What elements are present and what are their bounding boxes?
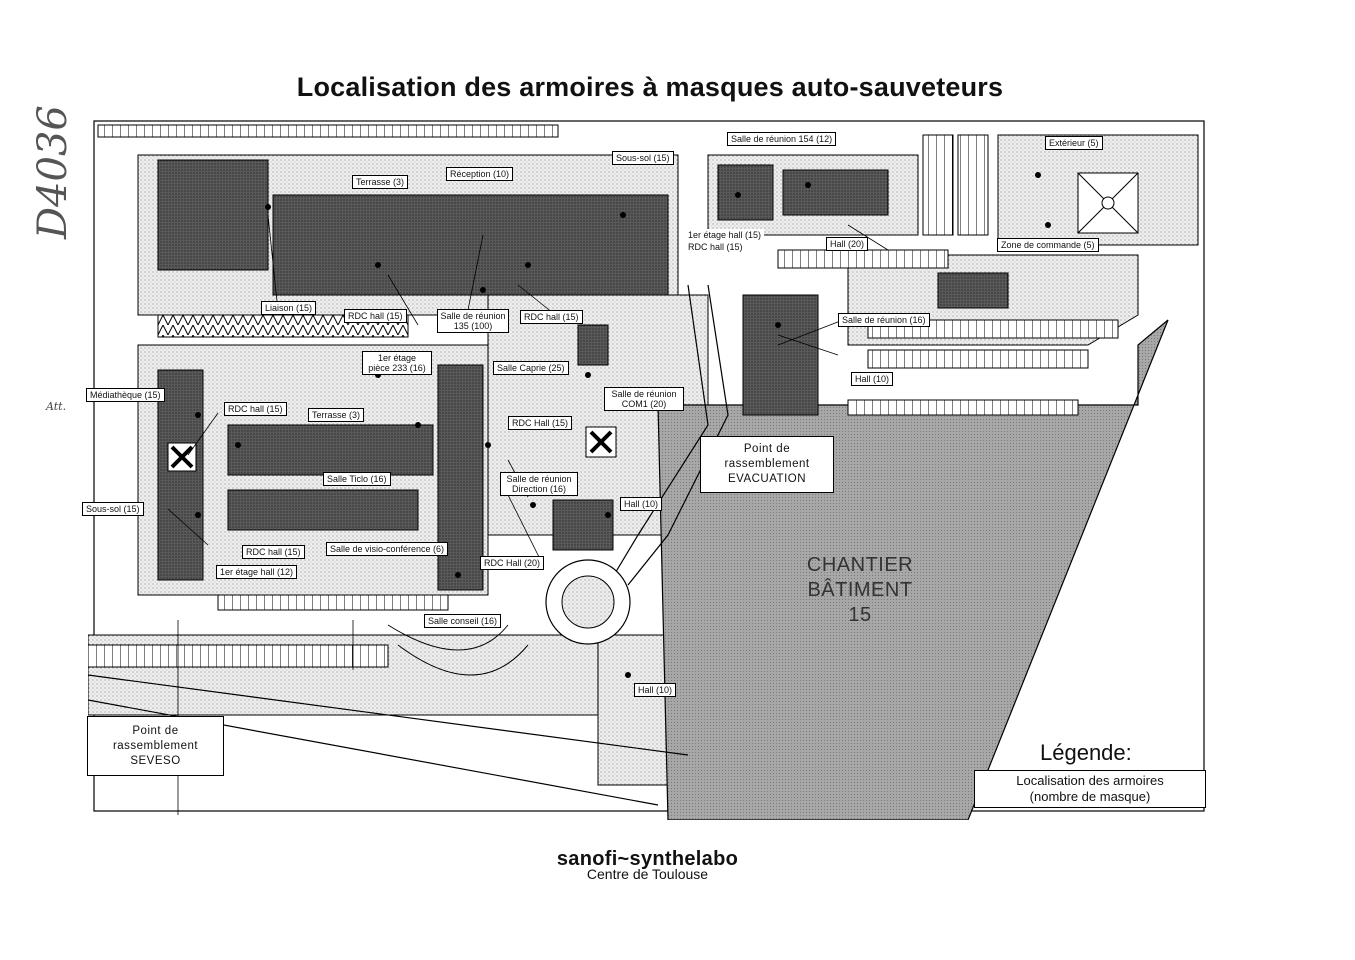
- cabinet-label: Salle de visio-conférence (6): [326, 542, 449, 556]
- cabinet-label: Réception (10): [446, 167, 514, 181]
- cabinet-markers: [195, 172, 1051, 678]
- evacuation-assembly-point: Point de rassemblement EVACUATION: [700, 436, 834, 493]
- cabinet-label: RDC hall (15): [685, 241, 746, 253]
- construction-line: BÂTIMENT: [807, 579, 913, 601]
- building: [157, 369, 204, 581]
- cabinet-label: Salle Caprie (25): [493, 361, 569, 375]
- cabinet-label: RDC Hall (20): [480, 556, 545, 570]
- construction-label: CHANTIER BÂTIMENT 15: [770, 553, 950, 628]
- cabinet-label-multiline: Salle de réunion 135 (100): [437, 309, 509, 333]
- cabinet-label: Hall (10): [634, 683, 677, 697]
- cabinet-label: Zone de commande (5): [997, 238, 1099, 252]
- seveso-line: Point de: [132, 724, 179, 737]
- building: [227, 489, 419, 531]
- cabinet-label: RDC hall (15): [224, 402, 287, 416]
- cabinet-label: Salle de réunion 154 (12): [727, 132, 837, 146]
- legend-box: Localisation des armoires (nombre de mas…: [974, 770, 1206, 808]
- building: [227, 424, 434, 476]
- seveso-assembly-point: Point de rassemblement SEVESO: [87, 716, 224, 776]
- evacuation-line: Point de: [743, 443, 791, 455]
- cabinet-label: Hall (10): [851, 372, 894, 386]
- legend-title: Légende:: [1040, 740, 1132, 765]
- building: [272, 194, 669, 296]
- cabinet-label-multiline: Salle de réunion Direction (16): [500, 472, 578, 496]
- building: [782, 169, 889, 216]
- cabinet-label: Liaison (15): [261, 301, 317, 315]
- site-plan: [88, 120, 1205, 820]
- evacuation-line: rassemblement: [724, 458, 810, 470]
- cabinet-label-line: Direction (16): [511, 484, 567, 494]
- cabinet-label-line: COM1 (20): [621, 399, 667, 409]
- handwritten-reference: D4036: [30, 105, 76, 240]
- cabinet-label: Salle de réunion (16): [838, 313, 930, 327]
- cabinet-label: RDC Hall (15): [508, 416, 573, 430]
- map-title: Localisation des armoires à masques auto…: [296, 72, 1004, 102]
- cabinet-label-line: Salle de réunion: [440, 311, 506, 321]
- building: [437, 364, 484, 591]
- cabinet-label-line: pièce 233 (16): [368, 363, 426, 373]
- building: [937, 272, 1009, 309]
- seveso-line: rassemblement: [112, 739, 199, 752]
- cabinet-label-line: 135 (100): [453, 321, 493, 331]
- cabinet-label: RDC hall (15): [520, 310, 583, 324]
- construction-line: CHANTIER: [806, 554, 914, 576]
- legend-line: (nombre de masque): [1029, 789, 1151, 804]
- cabinet-label: Hall (10): [620, 497, 663, 511]
- cabinet-label: Hall (20): [826, 237, 869, 251]
- building: [577, 324, 609, 366]
- cabinet-label: Salle conseil (16): [424, 614, 502, 628]
- seveso-line: SEVESO: [130, 754, 181, 767]
- building: [157, 159, 269, 271]
- company-logo: sanofi~synthelabo: [556, 848, 739, 870]
- assembly-point-marker: [167, 442, 197, 472]
- cabinet-label: Terrasse (3): [352, 175, 409, 189]
- legend-line: Localisation des armoires: [1016, 773, 1164, 788]
- cabinet-label: Médiathèque (15): [86, 388, 165, 402]
- cabinet-label-line: Salle de réunion: [506, 474, 572, 484]
- cabinet-label: Sous-sol (15): [612, 151, 674, 165]
- cabinet-label-line: Salle de réunion: [611, 389, 677, 399]
- cabinet-label: Extérieur (5): [1045, 136, 1103, 150]
- cabinet-label-multiline: 1er étage pièce 233 (16): [362, 351, 432, 375]
- cabinet-label: 1er étage hall (15): [685, 229, 765, 241]
- cabinet-label: Terrasse (3): [308, 408, 365, 422]
- building: [717, 164, 774, 221]
- cabinet-label-line: 1er étage: [377, 353, 417, 363]
- evacuation-line: EVACUATION: [727, 473, 807, 485]
- building: [742, 294, 819, 416]
- site-name: Centre de Toulouse: [586, 866, 709, 882]
- cabinet-label: 1er étage hall (12): [216, 565, 298, 579]
- building: [552, 499, 614, 551]
- cabinet-label: RDC hall (15): [344, 309, 407, 323]
- construction-line: 15: [848, 604, 872, 626]
- cabinet-label: Sous-sol (15): [82, 502, 144, 516]
- assembly-point-marker: [585, 426, 617, 458]
- cabinet-label: Salle Ticlo (16): [323, 472, 391, 486]
- cabinet-label-multiline: Salle de réunion COM1 (20): [604, 387, 684, 411]
- margin-note: Att.: [46, 400, 67, 413]
- cabinet-label: RDC hall (15): [242, 545, 305, 559]
